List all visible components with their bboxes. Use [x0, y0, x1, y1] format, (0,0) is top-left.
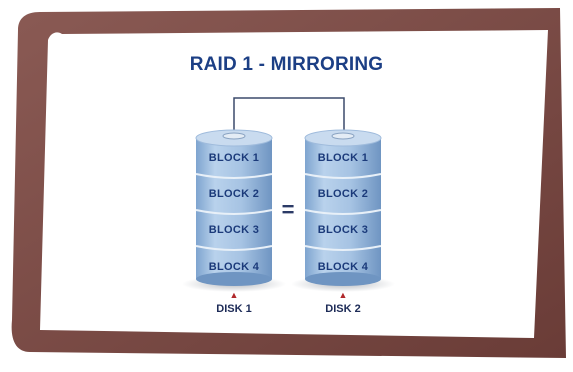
disk-2-pointer-icon: ▲	[338, 290, 348, 300]
disk-2-cylinder	[304, 129, 382, 286]
disk-1-cylinder	[195, 129, 273, 286]
disk-1-block-4: BLOCK 4	[208, 261, 260, 273]
disk-1-block-3: BLOCK 3	[208, 224, 260, 236]
disk-1-block-1: BLOCK 1	[208, 152, 260, 164]
disk-2-block-4: BLOCK 4	[317, 261, 369, 273]
disk-1-block-2: BLOCK 2	[208, 188, 260, 200]
equals-sign: =	[281, 197, 295, 222]
disk-1-label: DISK 1	[216, 303, 252, 315]
disk-1-pointer-icon: ▲	[229, 290, 239, 300]
diagram-title: RAID 1 - MIRRORING	[189, 54, 384, 75]
mirror-connector	[233, 97, 345, 132]
disk-2-block-2: BLOCK 2	[317, 188, 369, 200]
inner-panel	[40, 30, 548, 338]
disk-2-block-3: BLOCK 3	[317, 224, 369, 236]
disk-2-block-1: BLOCK 1	[317, 152, 369, 164]
disk-2-label: DISK 2	[325, 303, 361, 315]
